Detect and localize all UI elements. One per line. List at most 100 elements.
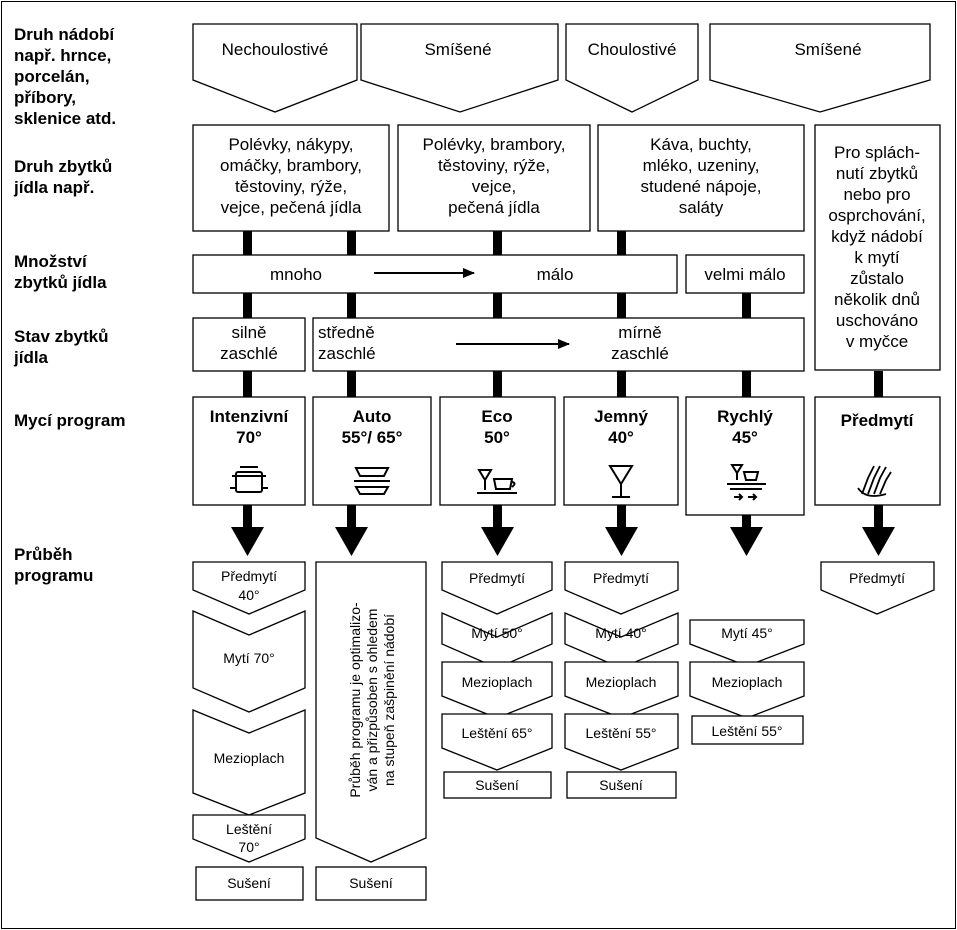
label-dish-type-4: příbory, bbox=[14, 88, 76, 107]
program-labels: Intenzivní 70° Auto 55°/ 65° Eco 50° Jem… bbox=[210, 407, 915, 447]
food-col2-line2: těstoviny, rýže, bbox=[438, 156, 550, 175]
auto-program-note: Průběh programu je optimalizo- ván a při… bbox=[347, 602, 397, 798]
intensive-step-prewash: Předmytí bbox=[221, 568, 277, 584]
program-4-temp: 40° bbox=[608, 428, 634, 447]
food-col4-line4: osprchování, bbox=[828, 206, 925, 225]
program-1-temp: 70° bbox=[236, 428, 262, 447]
food-col4-line10: v myčce bbox=[846, 332, 908, 351]
gentle-step-dry: Sušení bbox=[599, 777, 643, 793]
dish-category-1: Nechoulostivé bbox=[222, 40, 329, 59]
intensive-step-polish: Leštění bbox=[226, 821, 272, 837]
state-strong-2: zaschlé bbox=[220, 344, 278, 363]
intensive-step-prewash-temp: 40° bbox=[238, 587, 259, 603]
program-5-temp: 45° bbox=[732, 428, 758, 447]
food-col1-line4: vejce, pečená jídla bbox=[221, 198, 362, 217]
gentle-step-wash: Mytí 40° bbox=[595, 625, 647, 641]
eco-step-wash: Mytí 50° bbox=[471, 625, 523, 641]
label-food-type-1: Druh zbytků bbox=[14, 157, 112, 176]
program-5-name: Rychlý bbox=[717, 407, 773, 426]
eco-step-polish: Leštění 65° bbox=[462, 725, 533, 741]
connectors bbox=[231, 231, 895, 556]
program-2-temp: 55°/ 65° bbox=[342, 428, 403, 447]
state-mild-2: zaschlé bbox=[611, 344, 669, 363]
label-state-2: jídla bbox=[13, 348, 49, 367]
intensive-step-polish-temp: 70° bbox=[238, 839, 259, 855]
food-col4-line3: nebo pro bbox=[843, 185, 910, 204]
label-food-type-2: jídla např. bbox=[13, 178, 94, 197]
program-3-temp: 50° bbox=[484, 428, 510, 447]
label-program: Mycí program bbox=[14, 411, 125, 430]
food-col4-line8: několik dnů bbox=[834, 290, 920, 309]
food-col4-line7: zůstalo bbox=[850, 269, 904, 288]
food-col1-line3: těstoviny, rýže, bbox=[235, 177, 347, 196]
food-col1-line1: Polévky, nákypy, bbox=[228, 135, 353, 154]
dish-category-2: Smíšené bbox=[424, 40, 491, 59]
step-shapes bbox=[192, 561, 935, 901]
wine-glass-icon bbox=[608, 465, 634, 498]
state-medium-1: středně bbox=[318, 323, 375, 342]
food-col4-line2: nutí zbytků bbox=[836, 164, 918, 183]
intensive-step-wash: Mytí 70° bbox=[223, 650, 275, 666]
row-labels: Druh nádobí např. hrnce, porcelán, příbo… bbox=[13, 25, 125, 585]
gentle-step-prewash: Předmytí bbox=[593, 570, 649, 586]
rinse-hand-icon bbox=[857, 465, 892, 497]
auto-note-line1: Průběh programu je optimalizo- bbox=[347, 602, 363, 798]
program-1-name: Intenzivní bbox=[210, 407, 290, 426]
quick-step-polish: Leštění 55° bbox=[712, 723, 783, 739]
dish-category-4: Smíšené bbox=[794, 40, 861, 59]
label-dish-type-1: Druh nádobí bbox=[14, 25, 115, 44]
food-col2-line4: pečená jídla bbox=[448, 198, 540, 217]
state-medium-2: zaschlé bbox=[318, 344, 376, 363]
food-col4-line9: uschováno bbox=[836, 311, 918, 330]
eco-step-dry: Sušení bbox=[475, 777, 519, 793]
eco-step-prewash: Předmytí bbox=[469, 570, 525, 586]
food-col4-line5: když nádobí bbox=[831, 227, 923, 246]
quick-step-wash: Mytí 45° bbox=[721, 625, 773, 641]
intensive-step-rinse: Mezioplach bbox=[214, 750, 285, 766]
label-sequence-1: Průběh bbox=[14, 545, 73, 564]
program-boxes bbox=[192, 396, 941, 516]
food-col2-line1: Polévky, brambory, bbox=[423, 135, 566, 154]
dish-category-3: Choulostivé bbox=[588, 40, 677, 59]
auto-note-line3: na stupeň zašpinění nádobí bbox=[381, 614, 397, 786]
auto-step-dry: Sušení bbox=[349, 875, 393, 891]
quick-dishes-icon bbox=[727, 464, 766, 501]
label-amount-1: Množství bbox=[14, 252, 88, 271]
food-residue-boxes bbox=[192, 124, 941, 371]
auto-note-line2: ván a přizpůsoben s ohledem bbox=[364, 609, 380, 792]
amount-very-little: velmi málo bbox=[704, 265, 785, 284]
gentle-step-polish: Leštění 55° bbox=[586, 725, 657, 741]
label-dish-type-5: sklenice atd. bbox=[14, 109, 116, 128]
food-col3-line1: Káva, buchty, bbox=[650, 135, 752, 154]
food-col3-line2: mléko, uzeniny, bbox=[643, 156, 760, 175]
label-sequence-2: programu bbox=[14, 566, 93, 585]
label-state-1: Stav zbytků bbox=[14, 327, 108, 346]
amount-many: mnoho bbox=[270, 265, 322, 284]
stacked-plates-icon bbox=[354, 467, 390, 495]
program-2-name: Auto bbox=[353, 407, 392, 426]
label-dish-type-3: porcelán, bbox=[14, 67, 90, 86]
gentle-step-rinse: Mezioplach bbox=[586, 674, 657, 690]
state-strong-1: silně bbox=[232, 323, 267, 342]
label-dish-type-2: např. hrnce, bbox=[14, 46, 111, 65]
amount-little: málo bbox=[537, 265, 574, 284]
glass-and-cup-icon bbox=[477, 469, 517, 494]
state-mild-1: mírně bbox=[618, 323, 661, 342]
dish-category-shapes bbox=[192, 23, 931, 113]
food-col1-line2: omáčky, brambory, bbox=[220, 156, 362, 175]
food-col2-line3: vejce, bbox=[472, 177, 516, 196]
quick-step-rinse: Mezioplach bbox=[712, 674, 783, 690]
pot-icon bbox=[230, 466, 268, 493]
food-col3-line4: saláty bbox=[679, 198, 724, 217]
program-6-name: Předmytí bbox=[841, 411, 915, 430]
intensive-step-dry: Sušení bbox=[227, 875, 271, 891]
step-labels: Předmytí 40° Mytí 70° Mezioplach Leštění… bbox=[214, 568, 906, 891]
eco-step-rinse: Mezioplach bbox=[462, 674, 533, 690]
program-4-name: Jemný bbox=[594, 407, 648, 426]
food-col3-line3: studené nápoje, bbox=[641, 177, 762, 196]
program-3-name: Eco bbox=[481, 407, 512, 426]
food-col4-line1: Pro splách‑ bbox=[834, 143, 920, 162]
label-amount-2: zbytků jídla bbox=[14, 273, 107, 292]
